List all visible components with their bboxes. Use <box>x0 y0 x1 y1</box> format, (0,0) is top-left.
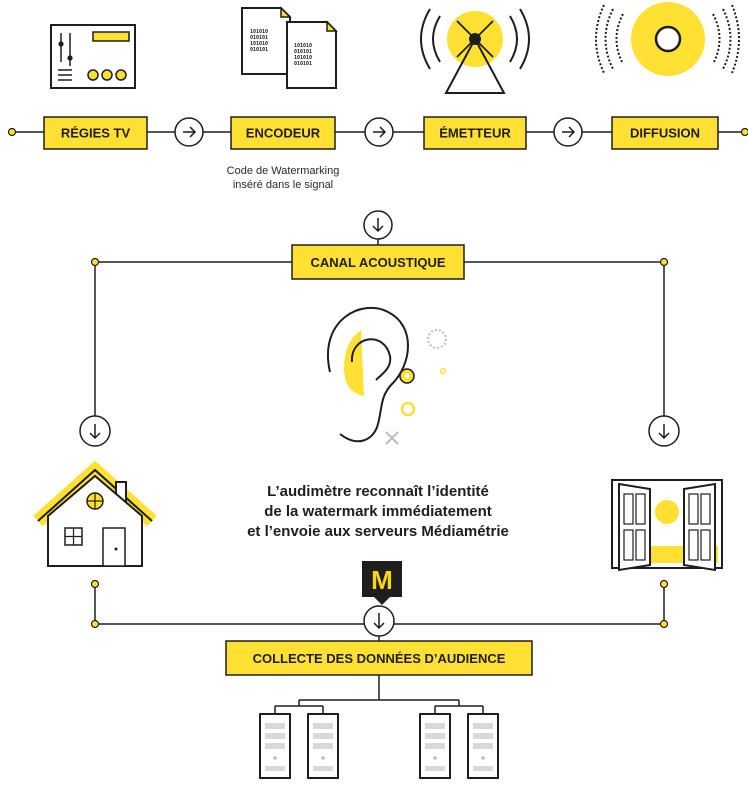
server-tree <box>274 675 484 714</box>
pipeline-line <box>7 127 748 137</box>
server-icon <box>419 713 451 779</box>
encodeur-box: ENCODEUR <box>230 116 336 150</box>
statement-line3: et l’envoie aux serveurs Médiamétrie <box>247 523 509 540</box>
encodeur-label: ENCODEUR <box>246 126 321 141</box>
regies-box: RÉGIES TV <box>43 116 148 150</box>
ear-icon <box>327 306 447 445</box>
statement-line1: L’audimètre reconnaît l’identité <box>267 483 489 500</box>
antenna-icon <box>420 8 530 94</box>
server-icon <box>307 713 339 779</box>
emetteur-label: ÉMETTEUR <box>439 126 511 141</box>
binary-line: 101010 <box>250 29 268 35</box>
arrow-right-icon <box>364 117 394 147</box>
arrow-down-icon <box>363 605 395 637</box>
house-icon <box>33 460 157 567</box>
server-icon <box>467 713 499 779</box>
statement-line2: de la watermark immédiatement <box>264 503 492 520</box>
arrow-right-icon <box>553 117 583 147</box>
control-panel-icon <box>50 24 136 89</box>
acoustic-label: CANAL ACOUSTIQUE <box>310 255 445 270</box>
collect-connector <box>90 579 669 629</box>
emetteur-box: ÉMETTEUR <box>423 116 527 150</box>
diffusion-label: DIFFUSION <box>630 126 700 141</box>
acoustic-connector <box>90 257 669 416</box>
arrow-down-icon <box>648 415 680 447</box>
binary-line: 101010 <box>294 43 312 49</box>
collect-label: COLLECTE DES DONNÉES D’AUDIENCE <box>253 651 506 666</box>
binary-line: 010101 <box>250 47 268 53</box>
diffusion-box: DIFFUSION <box>611 116 719 150</box>
arrow-right-icon <box>174 117 204 147</box>
binary-line: 010101 <box>294 61 312 67</box>
binary-line: 010101 <box>250 35 268 41</box>
server-icon <box>259 713 291 779</box>
acoustic-box: CANAL ACOUSTIQUE <box>291 244 465 280</box>
binary-line: 010101 <box>294 49 312 55</box>
broadcast-disc-icon <box>595 2 740 76</box>
arrow-down-icon <box>79 415 111 447</box>
encoder-note-line2: inséré dans le signal <box>233 179 333 191</box>
mediametrie-logo-icon: M <box>362 561 402 605</box>
documents-icon: 101010 010101 101010 010101 101010 01010… <box>241 6 338 89</box>
binary-line: 101010 <box>250 41 268 47</box>
binary-line: 101010 <box>294 55 312 61</box>
window-icon <box>611 479 723 572</box>
logo-letter: M <box>371 565 393 595</box>
encoder-note-line1: Code de Watermarking <box>227 165 340 177</box>
arrow-down-icon <box>363 210 393 240</box>
regies-label: RÉGIES TV <box>61 126 131 141</box>
collect-box: COLLECTE DES DONNÉES D’AUDIENCE <box>225 640 533 676</box>
